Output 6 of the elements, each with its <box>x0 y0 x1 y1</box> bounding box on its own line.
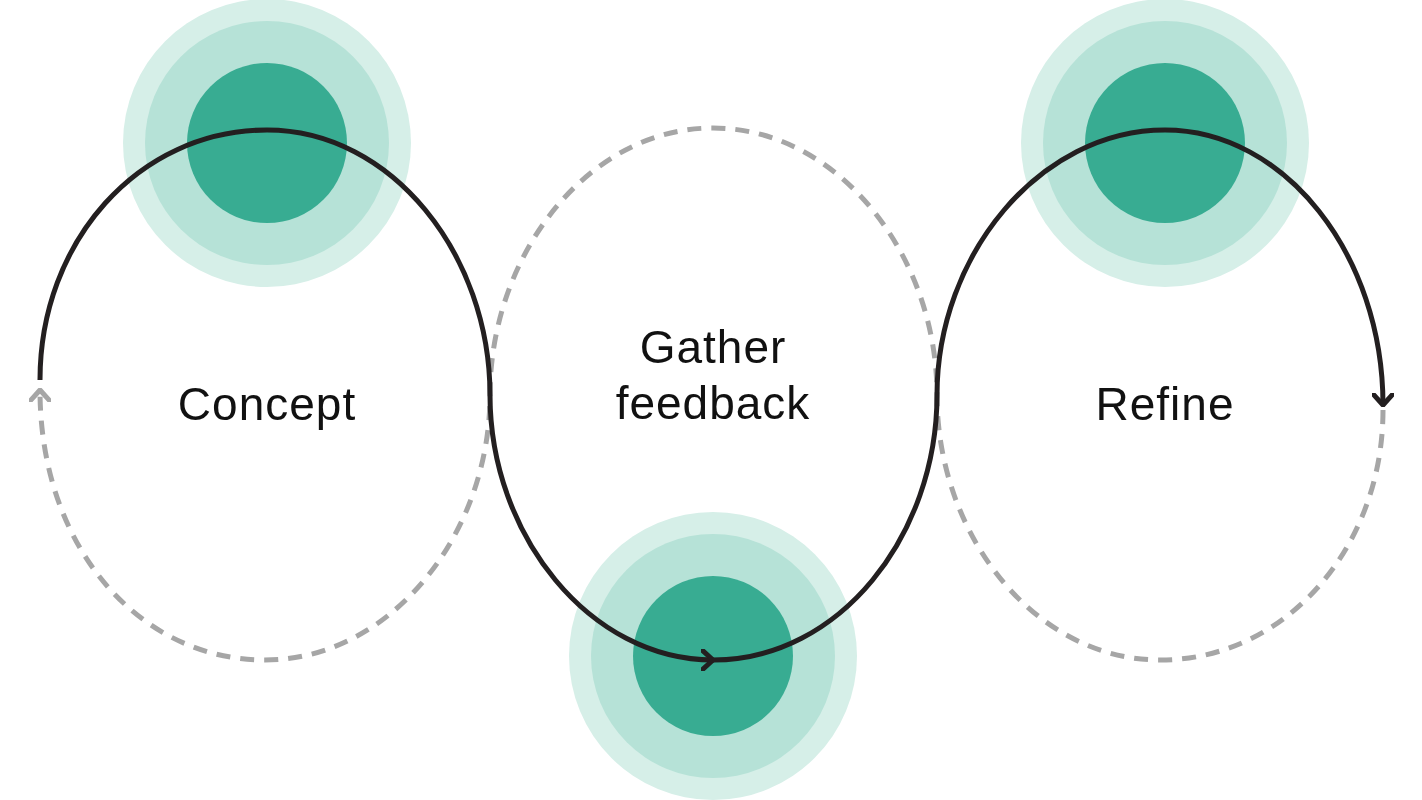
stage-label: Gather feedback <box>614 320 812 431</box>
target-circle <box>569 512 857 800</box>
arrow <box>266 127 716 672</box>
stage-label: Concept <box>176 377 358 432</box>
stage-label: Refine <box>1094 377 1236 432</box>
arrow <box>1164 127 1395 408</box>
